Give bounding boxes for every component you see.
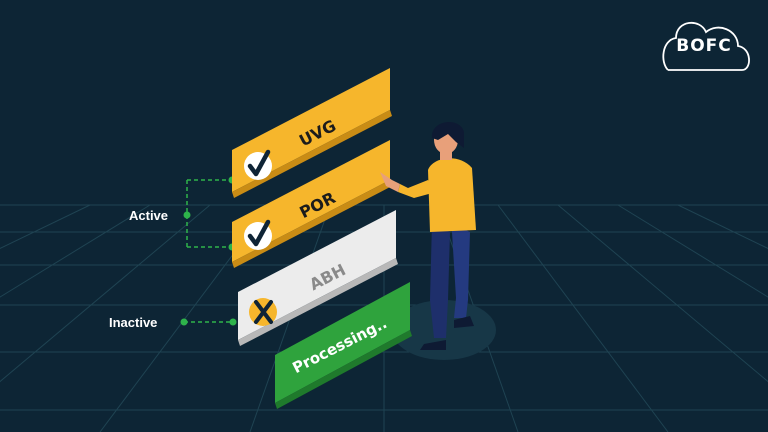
active-connector <box>183 176 236 251</box>
cloud-logo-icon <box>662 22 750 71</box>
card-uvg[interactable]: UVG <box>232 68 392 198</box>
label-inactive: Inactive <box>109 315 158 330</box>
inactive-connector <box>180 318 237 326</box>
label-active: Active <box>129 208 169 223</box>
grid-floor <box>0 204 768 432</box>
card-abh[interactable]: ABH <box>238 210 398 346</box>
logo-text: BOFC <box>676 36 732 56</box>
card-por[interactable]: POR <box>232 140 392 268</box>
person-figure <box>380 121 476 350</box>
